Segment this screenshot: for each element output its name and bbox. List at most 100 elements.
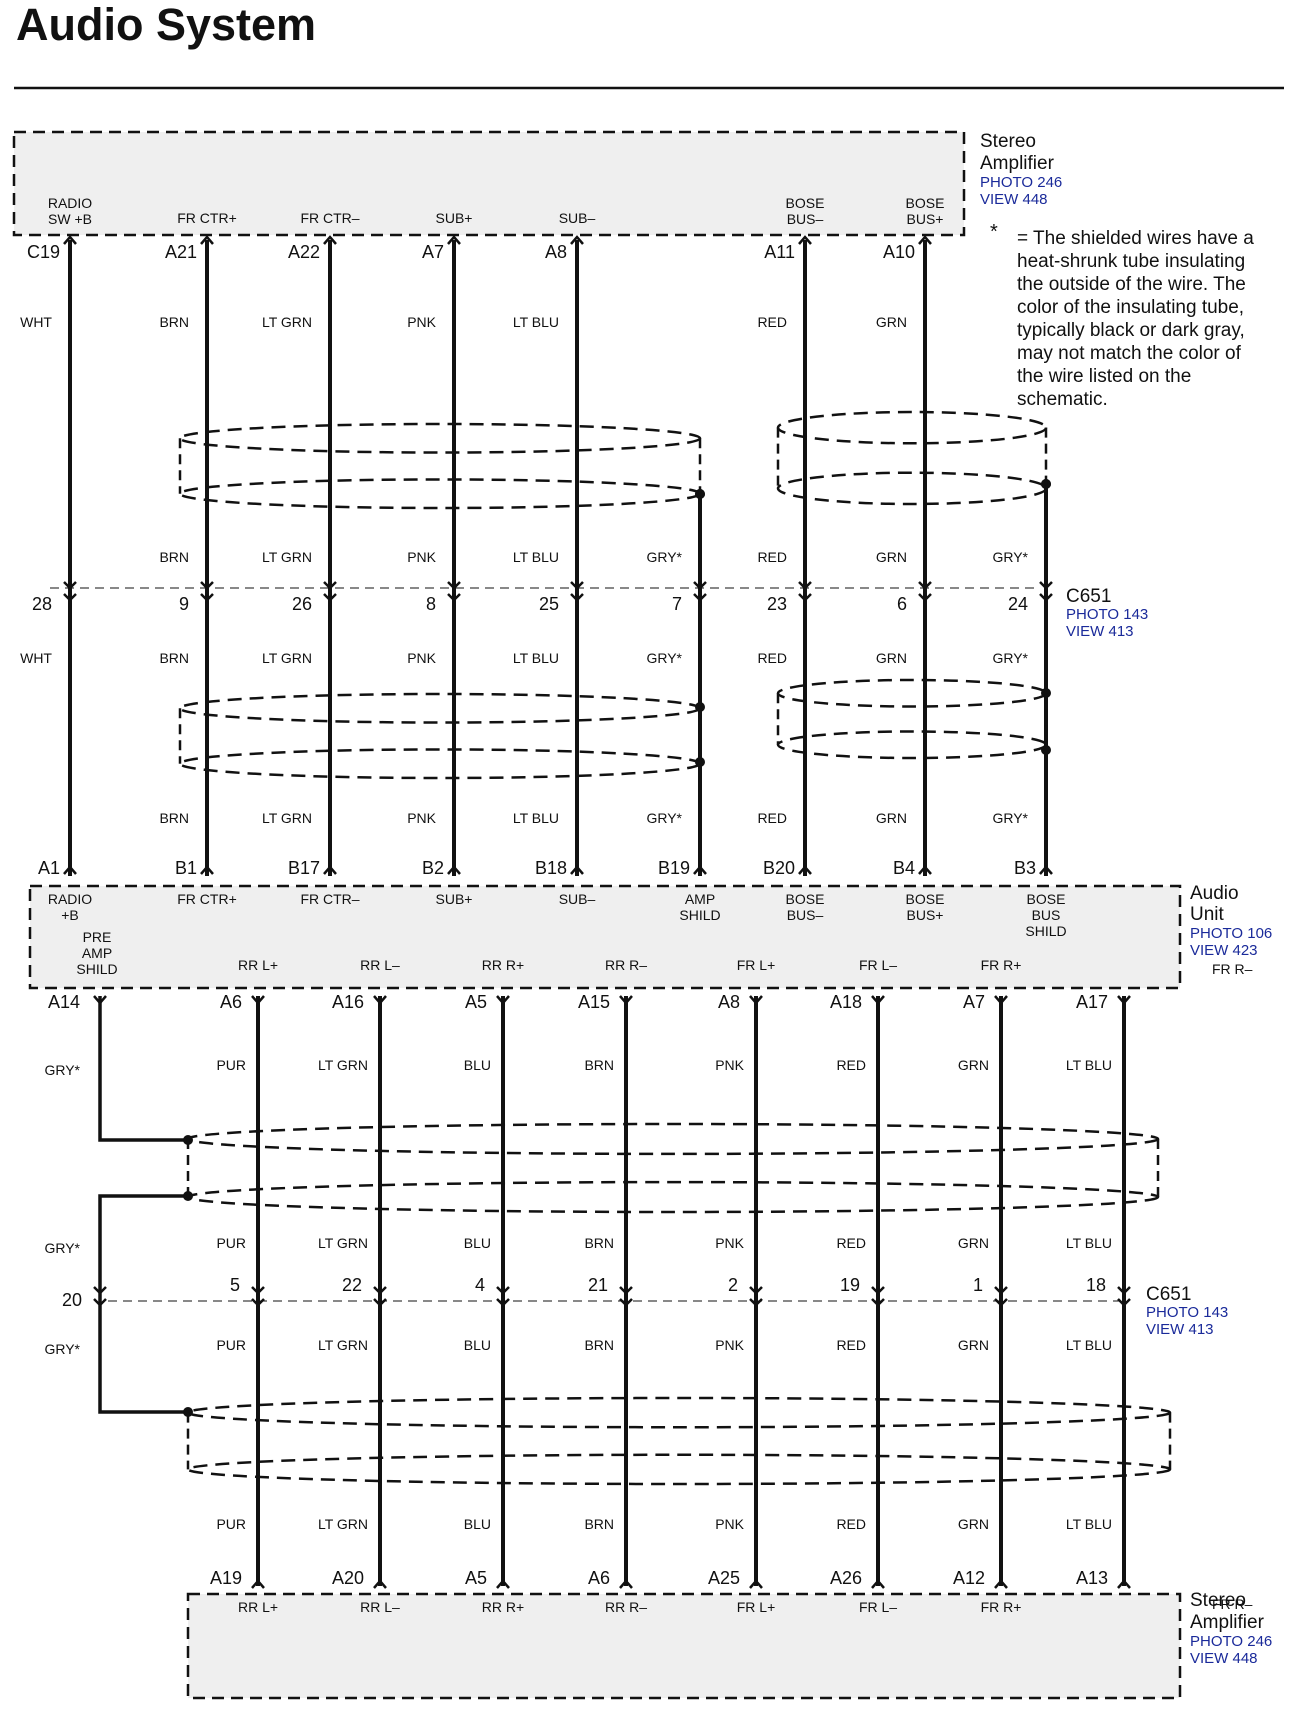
- top-wire-4-color-mid: LT BLU: [513, 549, 559, 565]
- top-wire-3-color-top: PNK: [407, 314, 436, 330]
- top-wire-4-au-label-0: SUB–: [559, 891, 596, 907]
- bottom-wire-7-au-terminal: [1117, 995, 1131, 1005]
- top-wire-1-amp-pin: A21: [165, 242, 197, 262]
- preamp-shield-au-label-1: AMP: [82, 945, 112, 961]
- top-wire-7-au-label-1: BUS+: [907, 907, 944, 923]
- note-line: = The shielded wires have a: [1017, 228, 1254, 249]
- bottom-wire-3-color-3: BRN: [584, 1337, 614, 1353]
- bottom-wire-6-color-4: GRN: [958, 1516, 989, 1532]
- top-wire-2-color-low: LT GRN: [262, 810, 312, 826]
- note-marker: *: [990, 221, 998, 243]
- shield-top-right-upper: [776, 410, 1048, 506]
- top-wire-5-c651-pin: 7: [672, 594, 682, 614]
- note-line: may not match the color of: [1017, 343, 1242, 364]
- bottom-wire-0-c651-connector: [251, 1286, 265, 1307]
- top-wire-0-color-bottom: WHT: [20, 650, 52, 666]
- top-wire-0-au-label-1: +B: [61, 907, 79, 923]
- top-wire-0-au-pin: A1: [38, 858, 60, 878]
- bottom-wire-2-au-pin: A5: [465, 992, 487, 1012]
- bottom-wire-6-color-3: GRN: [958, 1337, 989, 1353]
- bottom-wire-4-c651-connector: [749, 1286, 763, 1307]
- bottom-wire-2-color-4: BLU: [464, 1516, 491, 1532]
- shield-top-left-lower: [178, 692, 702, 780]
- top-wire-1-c651-pin: 9: [179, 594, 189, 614]
- bottom-wire-3-amp-pin: A6: [588, 1568, 610, 1588]
- shield-top-left-lower-top-ellipse: [178, 692, 702, 724]
- bottom-wire-4-color-2: PNK: [715, 1235, 744, 1251]
- bottom-wire-3-au-label: RR R–: [605, 957, 647, 973]
- bottom-wire-0-amp-terminal: [251, 1579, 265, 1589]
- top-wire-6-au-terminal: [798, 865, 812, 875]
- amp-bottom-name-2: Amplifier: [1190, 1612, 1265, 1633]
- bottom-wire-0-c651-pin: 5: [230, 1275, 240, 1295]
- bottom-wire-5-color-4: RED: [836, 1516, 866, 1532]
- bottom-wire-3-amp-label: RR R–: [605, 1599, 647, 1615]
- bottom-wire-3-amp-terminal: [619, 1579, 633, 1589]
- bottom-wire-4-au-terminal: [749, 995, 763, 1005]
- preamp-shield-au-terminal: [93, 995, 107, 1005]
- top-wire-5-au-terminal: [693, 865, 707, 875]
- bottom-wire-0-color-3: PUR: [216, 1337, 246, 1353]
- preamp-shield-color-2: GRY*: [44, 1240, 80, 1256]
- top-wire-8-color-bottom: GRY*: [992, 650, 1028, 666]
- bottom-wire-3-au-terminal: [619, 995, 633, 1005]
- c651-top-photo: PHOTO 143: [1066, 606, 1148, 623]
- bottom-wire-1-color-4: LT GRN: [318, 1516, 368, 1532]
- bottom-wire-2-color-2: BLU: [464, 1235, 491, 1251]
- top-wire-0-c651-connector: [63, 581, 77, 602]
- bottom-wire-6-au-terminal: [994, 995, 1008, 1005]
- top-wire-6-amp-label-2: BUS–: [787, 211, 824, 227]
- audio-unit-extra-label: FR R–: [1212, 961, 1253, 977]
- top-wire-4-color-top: LT BLU: [513, 314, 559, 330]
- top-wire-4-c651-connector: [570, 581, 584, 602]
- top-wire-2-amp-pin: A22: [288, 242, 320, 262]
- top-wire-3-amp-label: SUB+: [436, 210, 473, 226]
- top-wire-5-au-label-0: AMP: [685, 891, 715, 907]
- amp-top-view: VIEW 448: [980, 191, 1048, 208]
- bottom-wire-2-color-1: BLU: [464, 1057, 491, 1073]
- top-wire-6-color-mid: RED: [757, 549, 787, 565]
- preamp-shield-au-pin: A14: [48, 992, 80, 1012]
- top-wire-5-color-mid: GRY*: [646, 549, 682, 565]
- preamp-shield-au-label-2: SHILD: [76, 961, 117, 977]
- bottom-wire-7-color-3: LT BLU: [1066, 1337, 1112, 1353]
- top-wire-1-amp-label: FR CTR+: [177, 210, 237, 226]
- top-wire-2-color-top: LT GRN: [262, 314, 312, 330]
- top-wire-6-color-low: RED: [757, 810, 787, 826]
- shield-top-right-upper-top-ellipse: [776, 410, 1048, 445]
- top-wire-8-au-label-0: BOSE: [1027, 891, 1066, 907]
- audio-unit-name-2: Unit: [1190, 904, 1225, 925]
- top-wire-1-au-pin: B1: [175, 858, 197, 878]
- bottom-wire-2-au-terminal: [496, 995, 510, 1005]
- top-wire-0-amp-label-2: SW +B: [48, 211, 92, 227]
- top-wire-0-amp-pin: C19: [27, 242, 60, 262]
- top-wire-5-au-label-1: SHILD: [679, 907, 720, 923]
- amp-bottom-overlap-label: FR R–: [1212, 1596, 1253, 1612]
- bottom-wire-3-color-2: BRN: [584, 1235, 614, 1251]
- top-wire-3-c651-connector: [447, 581, 461, 602]
- top-wire-4-amp-label: SUB–: [559, 210, 596, 226]
- top-wire-2-c651-connector: [323, 581, 337, 602]
- audio-unit-name-1: Audio: [1190, 883, 1239, 904]
- c651-top-view: VIEW 413: [1066, 623, 1134, 640]
- top-wire-0-au-terminal: [63, 865, 77, 875]
- top-wire-7-amp-label-1: BOSE: [906, 195, 945, 211]
- bottom-wire-5-amp-label: FR L–: [859, 1599, 897, 1615]
- amp-bottom-view: VIEW 448: [1190, 1650, 1258, 1667]
- top-wire-8-c651-connector: [1039, 581, 1053, 602]
- page-title: Audio System: [16, 0, 316, 50]
- top-wire-4-c651-pin: 25: [539, 594, 559, 614]
- top-wire-0-amp-terminal: [63, 235, 77, 245]
- bottom-wire-6-amp-label: FR R+: [981, 1599, 1022, 1615]
- top-wire-0-c651-pin: 28: [32, 594, 52, 614]
- bottom-wire-1-c651-connector: [373, 1286, 387, 1307]
- bottom-wire-1-amp-terminal: [373, 1579, 387, 1589]
- top-wire-3-au-pin: B2: [422, 858, 444, 878]
- bottom-wire-1-amp-pin: A20: [332, 1568, 364, 1588]
- top-wire-1-color-top: BRN: [159, 314, 189, 330]
- bottom-wire-0-color-4: PUR: [216, 1516, 246, 1532]
- shield-top-right-lower: [776, 678, 1048, 760]
- note-line: the outside of the wire. The: [1017, 274, 1246, 295]
